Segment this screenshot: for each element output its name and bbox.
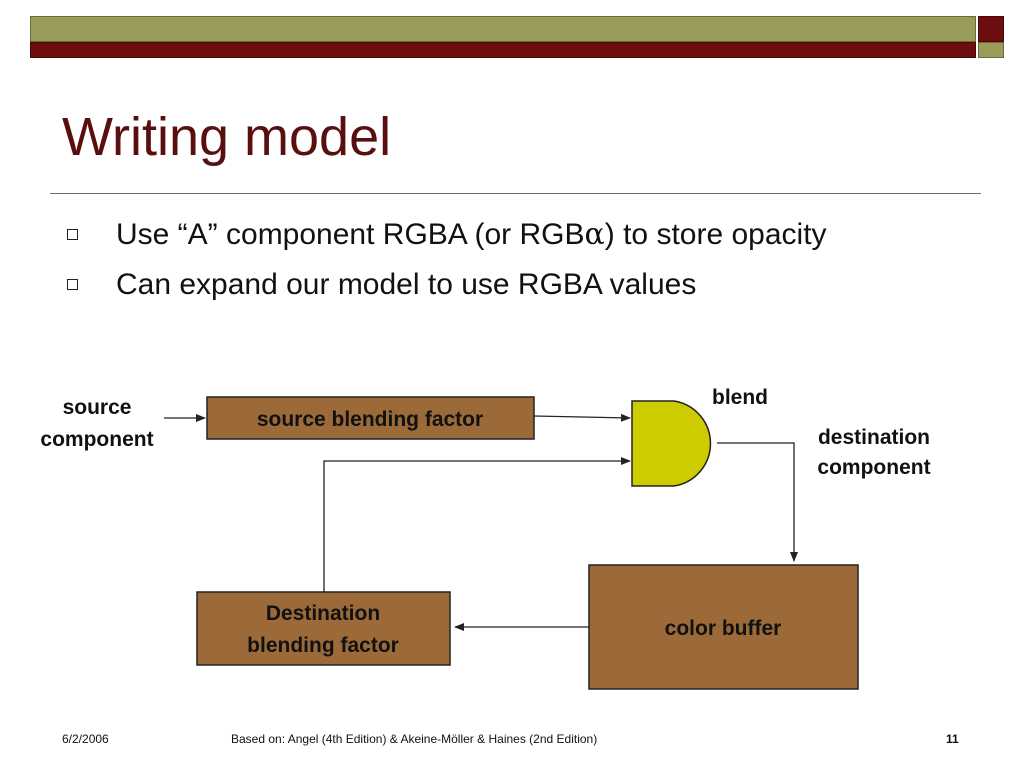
color-buffer-box bbox=[588, 564, 859, 690]
bullet-item: Can expand our model to use RGBA values bbox=[62, 260, 827, 310]
source-factor-to-blend-arrow bbox=[533, 413, 631, 422]
bullet-item: Use “A” component RGBA (or RGBα) to stor… bbox=[62, 210, 827, 260]
blend-label: blend bbox=[712, 386, 768, 409]
destination-component-label-line2: component bbox=[817, 456, 930, 479]
title-divider bbox=[50, 193, 981, 194]
destination-blending-factor-label-line2: blending factor bbox=[247, 634, 399, 657]
blend-gate-icon bbox=[631, 400, 712, 487]
blend-to-buffer-arrow bbox=[717, 442, 798, 562]
color-buffer-label: color buffer bbox=[665, 617, 782, 640]
source-component-label-line2: component bbox=[40, 428, 153, 451]
corner-square-olive bbox=[978, 42, 1004, 58]
bullet-text-suffix: ) to store opacity bbox=[604, 218, 827, 251]
destination-blending-factor-label-line1: Destination bbox=[266, 602, 380, 625]
hollow-square-bullet-icon bbox=[67, 229, 78, 240]
source-component-label-line1: source bbox=[63, 396, 132, 419]
corner-square-maroon bbox=[978, 16, 1004, 42]
footer-date: 6/2/2006 bbox=[62, 732, 109, 746]
source-blending-factor-label: source blending factor bbox=[257, 408, 483, 431]
destination-factor-to-blend-arrow bbox=[323, 457, 631, 592]
alpha-symbol: α bbox=[584, 217, 605, 252]
header-band-maroon bbox=[30, 42, 976, 58]
slide-title: Writing model bbox=[62, 107, 392, 167]
footer-page-number: 11 bbox=[946, 732, 959, 746]
header-band-olive bbox=[30, 16, 976, 42]
bullet-text-prefix: Use “A” component RGBA (or RGB bbox=[116, 218, 585, 251]
source-blending-factor-box bbox=[206, 396, 535, 440]
footer-credit: Based on: Angel (4th Edition) & Akeine-M… bbox=[231, 732, 598, 746]
bullet-text: Can expand our model to use RGBA values bbox=[116, 268, 697, 301]
hollow-square-bullet-icon bbox=[67, 279, 78, 290]
destination-component-label-line1: destination bbox=[818, 426, 930, 449]
bullet-list: Use “A” component RGBA (or RGBα) to stor… bbox=[62, 210, 827, 310]
